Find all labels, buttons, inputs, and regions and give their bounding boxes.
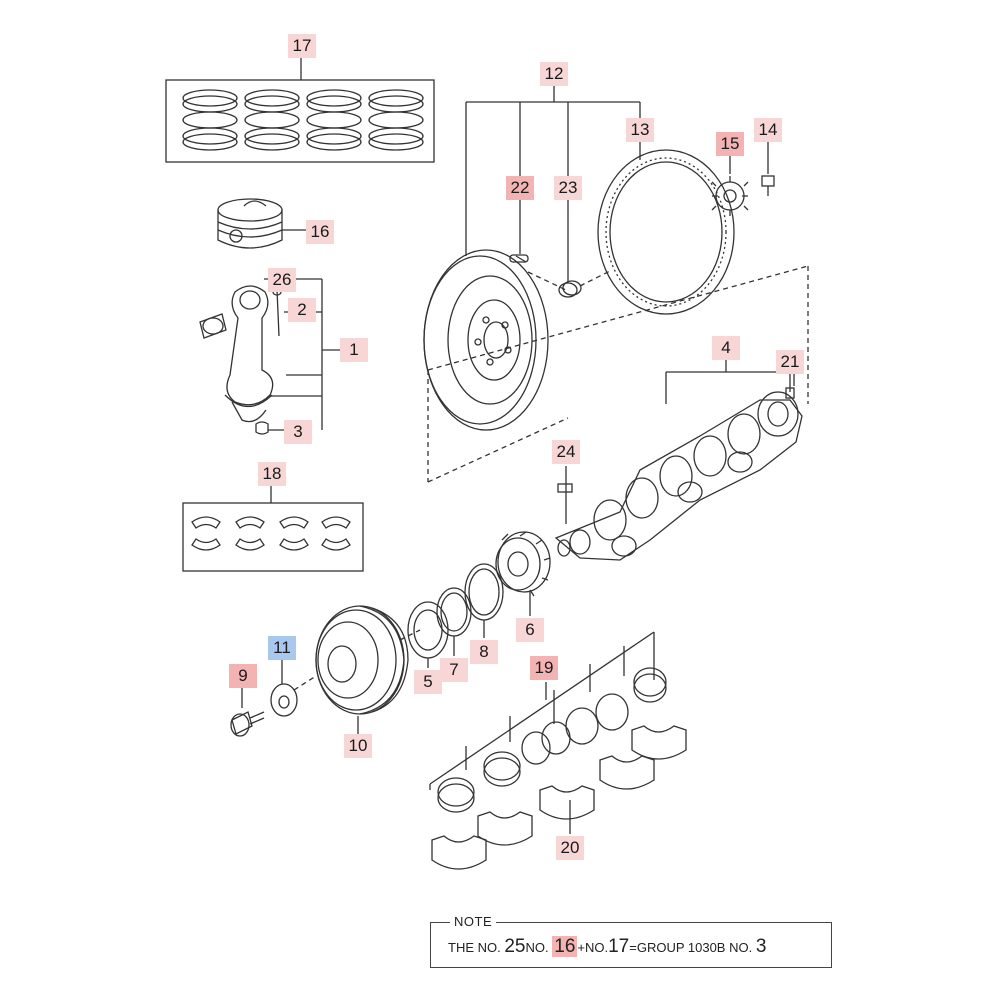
ring-gear <box>597 142 735 315</box>
con-rod-bearing-set <box>182 485 364 572</box>
note-box <box>430 922 832 968</box>
callout-6[interactable]: 6 <box>516 618 544 642</box>
piston <box>217 198 306 249</box>
callout-19[interactable]: 19 <box>530 656 558 680</box>
callout-18[interactable]: 18 <box>258 462 286 486</box>
callout-26[interactable]: 26 <box>268 268 296 292</box>
assembly-guide-lines <box>293 265 809 691</box>
pulley-washer-and-bolt <box>230 658 298 737</box>
callout-9[interactable]: 9 <box>229 664 257 688</box>
note-number-25: 25 <box>504 936 526 957</box>
note-sep-1: NO. <box>525 940 549 955</box>
callout-1[interactable]: 1 <box>340 338 368 362</box>
crankshaft-bracket <box>665 360 795 404</box>
note-title: NOTE <box>450 914 497 929</box>
callout-11[interactable]: 11 <box>268 636 296 660</box>
callout-3[interactable]: 3 <box>284 420 312 444</box>
drive-plate-and-bolt <box>711 142 775 216</box>
callout-14[interactable]: 14 <box>754 118 782 142</box>
callout-13[interactable]: 13 <box>626 118 654 142</box>
note-prefix: THE NO. <box>448 940 501 955</box>
flywheel-group-bracket <box>465 84 641 282</box>
note-number-3: 3 <box>755 936 767 957</box>
crankshaft <box>554 391 803 561</box>
callout-21[interactable]: 21 <box>776 350 804 374</box>
callout-15[interactable]: 15 <box>716 132 744 156</box>
callout-8[interactable]: 8 <box>470 640 498 664</box>
note-sep-2: +NO. <box>577 940 609 955</box>
callout-5[interactable]: 5 <box>414 670 442 694</box>
seal-rings <box>407 563 504 668</box>
callout-10[interactable]: 10 <box>344 734 372 758</box>
piston-ring-set <box>165 58 435 163</box>
flywheel <box>423 249 582 431</box>
callout-2[interactable]: 2 <box>288 298 316 322</box>
callout-17[interactable]: 17 <box>288 34 316 58</box>
connecting-rod <box>199 278 340 435</box>
note-group: =GROUP 1030B NO. <box>629 940 753 955</box>
callout-12[interactable]: 12 <box>540 62 568 86</box>
callout-24[interactable]: 24 <box>552 440 580 464</box>
note-number-17: 17 <box>608 936 630 957</box>
callout-7[interactable]: 7 <box>440 658 468 682</box>
main-bearings <box>429 631 687 870</box>
callout-22[interactable]: 22 <box>506 176 534 200</box>
crankshaft-gear <box>495 531 551 616</box>
callout-20[interactable]: 20 <box>556 836 584 860</box>
note-text: THE NO. 25NO. 16+NO.17=GROUP 1030B NO. 3 <box>448 936 766 958</box>
callout-16[interactable]: 16 <box>306 220 334 244</box>
callout-4[interactable]: 4 <box>712 336 740 360</box>
crank-pulley <box>315 605 409 734</box>
note-number-16: 16 <box>552 936 578 957</box>
callout-23[interactable]: 23 <box>554 176 582 200</box>
